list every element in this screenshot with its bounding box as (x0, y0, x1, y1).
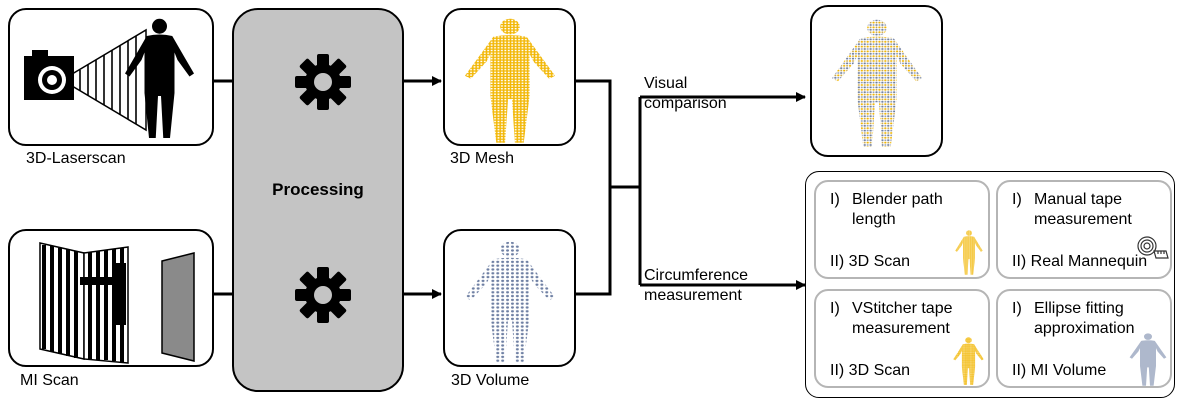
mesh-figure-icon (953, 337, 984, 385)
tape-measure-icon (1137, 236, 1169, 259)
volume-figure-icon (1129, 333, 1167, 386)
mesh-figure-icon (464, 18, 556, 143)
camera-icon (24, 50, 74, 100)
method-vstitcher: I)VStitcher tape measurement II) 3D Scan (814, 289, 990, 388)
measurement-methods-panel: I)Blender path length II) 3D Scan I)Manu… (805, 171, 1175, 398)
person-silhouette-icon (80, 263, 126, 325)
method-manual-tape: I)Manual tape measurement II) Real Manne… (996, 180, 1172, 279)
processing-label: Processing (272, 180, 364, 199)
volume-box (443, 229, 576, 367)
circumference-measurement-label: Circumference measurement (644, 267, 749, 304)
laserscan-caption: 3D-Laserscan (26, 150, 126, 167)
method-blender: I)Blender path length II) 3D Scan (814, 180, 990, 279)
gear-icon (295, 267, 351, 323)
laserscan-box (8, 8, 214, 146)
overlay-figure-icon (831, 19, 923, 147)
mesh-figure-icon (955, 230, 983, 275)
visual-comparison-label: Visual comparison (644, 75, 727, 112)
volume-figure-icon (464, 241, 556, 363)
laserscan-illustration (24, 18, 194, 138)
gear-icon (295, 54, 351, 110)
visual-comparison-box (810, 5, 943, 157)
mi-scan-caption: MI Scan (20, 372, 79, 389)
mesh-box (443, 8, 576, 146)
mesh-caption: 3D Mesh (450, 150, 515, 167)
mi-scan-box (8, 229, 214, 367)
volume-caption: 3D Volume (451, 372, 530, 389)
method-ellipse-fitting: I)Ellipse fitting approximation II) MI V… (996, 289, 1172, 388)
mi-scan-illustration (39, 242, 195, 364)
